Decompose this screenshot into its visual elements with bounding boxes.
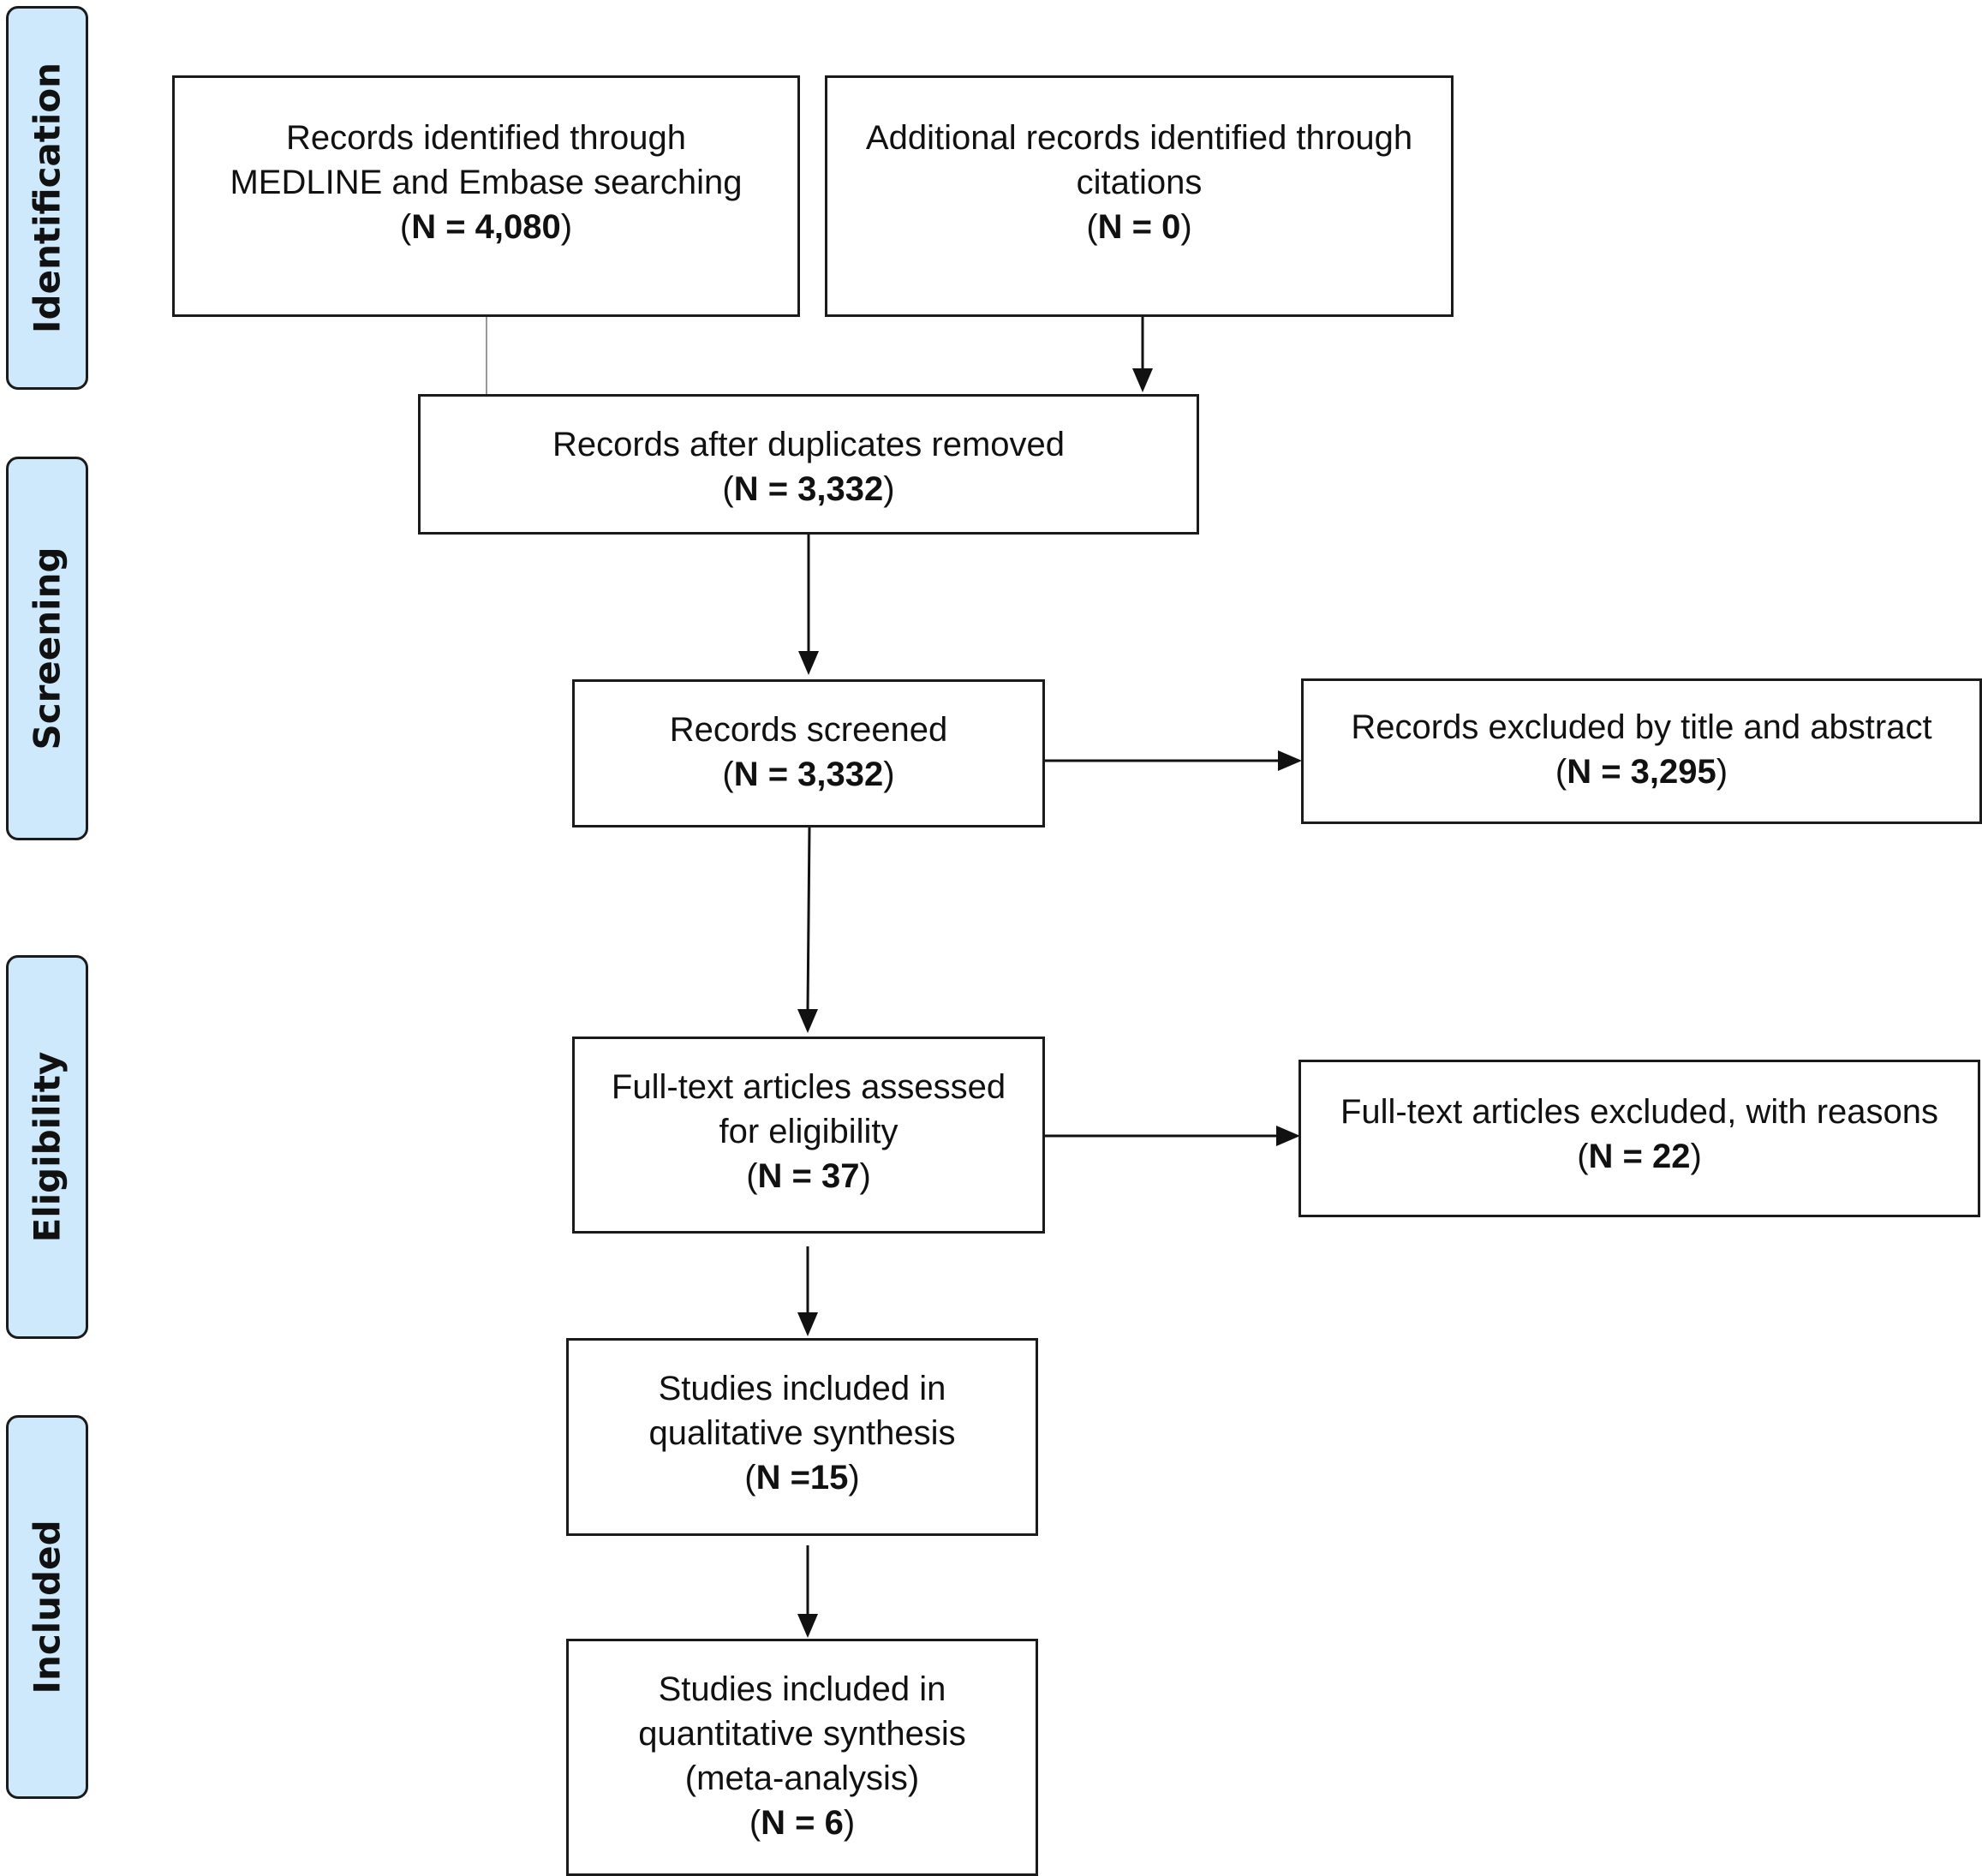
qualitative-line-1: Studies included in	[658, 1370, 946, 1407]
database-search-count: N = 4,080	[411, 208, 561, 246]
citations-line-2: citations	[1076, 164, 1203, 201]
screened-line-1: Records screened	[669, 711, 948, 749]
citations-box: Additional records identified through ci…	[825, 75, 1454, 317]
arrowhead-screened	[798, 651, 819, 675]
arrow-screened-to-fulltext	[806, 827, 811, 1012]
deduplicated-count: N = 3,332	[733, 470, 884, 508]
quantitative-line-1: Studies included in	[658, 1670, 946, 1708]
excluded-title-abstract-line-1: Records excluded by title and abstract	[1351, 708, 1932, 746]
phase-identification: Identification	[6, 6, 88, 390]
qualitative-count: N =15	[755, 1459, 849, 1497]
fulltext-assessed-count: N = 37	[757, 1157, 860, 1195]
arrowhead-quantitative	[797, 1614, 818, 1638]
fulltext-excluded-line-1: Full-text articles excluded, with reason…	[1340, 1093, 1939, 1131]
arrowhead-fulltext	[797, 1009, 818, 1033]
fulltext-assessed-line-1: Full-text articles assessed	[611, 1068, 1006, 1106]
deduplicated-box: Records after duplicates removed (N = 3,…	[418, 394, 1199, 535]
fulltext-excluded-box: Full-text articles excluded, with reason…	[1298, 1060, 1980, 1217]
fulltext-assessed-line-2: for eligibility	[719, 1113, 898, 1150]
database-search-line-2: MEDLINE and Embase searching	[230, 164, 743, 201]
fulltext-excluded-count: N = 22	[1588, 1138, 1691, 1175]
excluded-title-abstract-box: Records excluded by title and abstract (…	[1301, 678, 1982, 824]
phase-eligibility: Eligibility	[6, 955, 88, 1339]
fulltext-assessed-box: Full-text articles assessed for eligibil…	[572, 1037, 1045, 1234]
arrowhead-excluded	[1278, 750, 1302, 771]
screened-box: Records screened (N = 3,332)	[572, 679, 1045, 827]
arrowhead-fulltext-excluded	[1276, 1126, 1300, 1146]
database-search-box: Records identified through MEDLINE and E…	[172, 75, 800, 317]
citations-line-1: Additional records identified through	[865, 119, 1413, 157]
arrowhead-qualitative	[797, 1312, 818, 1336]
quantitative-line-2: quantitative synthesis	[638, 1715, 966, 1753]
qualitative-line-2: qualitative synthesis	[648, 1414, 956, 1452]
phase-screening: Screening	[6, 457, 88, 840]
deduplicated-line-1: Records after duplicates removed	[552, 426, 1066, 463]
database-search-line-1: Records identified through	[286, 119, 686, 157]
arrowhead-citations	[1132, 368, 1153, 392]
quantitative-count: N = 6	[761, 1804, 844, 1842]
screened-count: N = 3,332	[733, 756, 884, 793]
phase-included: Included	[6, 1415, 88, 1799]
qualitative-box: Studies included in qualitative synthesi…	[566, 1338, 1038, 1536]
citations-count: N = 0	[1097, 208, 1181, 246]
quantitative-line-3: (meta-analysis)	[684, 1759, 920, 1797]
excluded-title-abstract-count: N = 3,295	[1567, 753, 1716, 791]
quantitative-box: Studies included in quantitative synthes…	[566, 1639, 1038, 1876]
